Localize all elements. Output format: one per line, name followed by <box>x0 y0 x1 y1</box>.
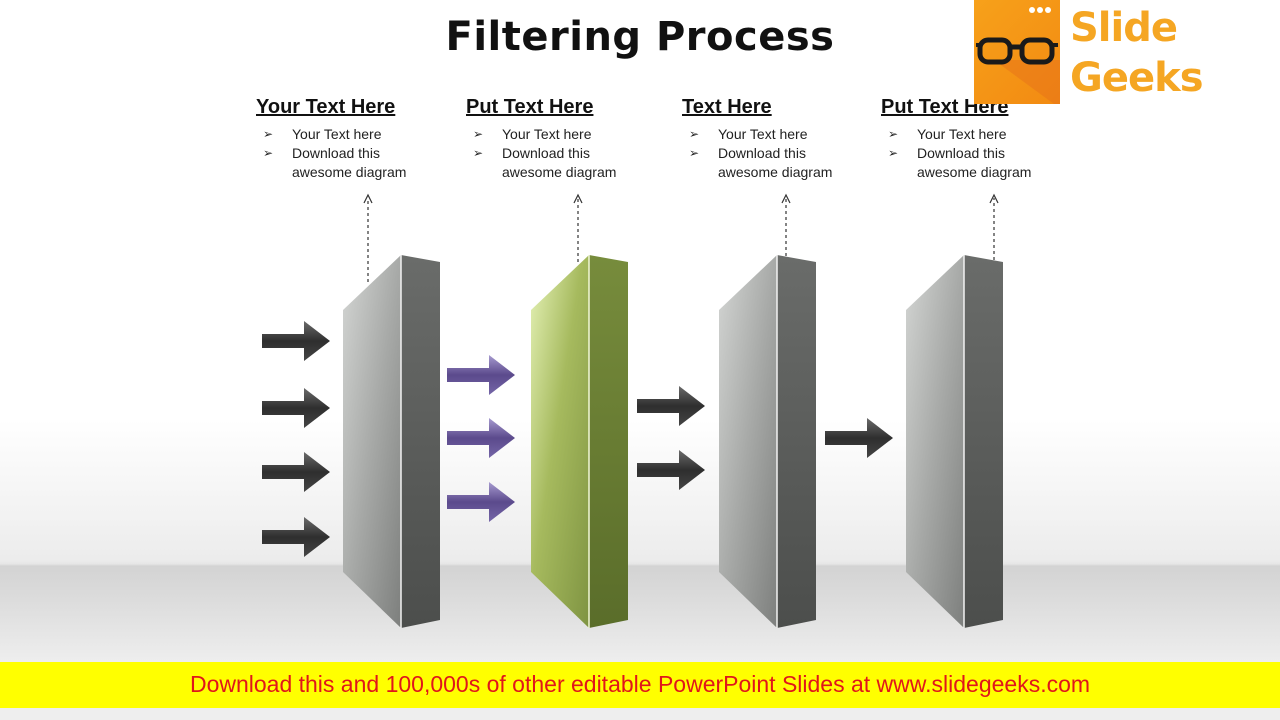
arrow-bullet-icon: ➢ <box>689 146 700 160</box>
arrow-right-icon <box>262 321 330 361</box>
stage-heading-1: Your Text Here <box>256 96 396 118</box>
connector-line-4 <box>989 193 999 260</box>
filter-panel-1 <box>343 255 440 628</box>
arrow-right-icon <box>447 355 515 395</box>
connector-line-3 <box>781 193 791 256</box>
logo-word-slide: Slide <box>1070 5 1178 51</box>
glasses-icon <box>976 7 1060 104</box>
banner-text[interactable]: Download this and 100,000s of other edit… <box>189 671 1091 697</box>
download-banner: Download this and 100,000s of other edit… <box>0 662 1280 708</box>
arrow-bullet-icon: ➢ <box>888 127 899 141</box>
connector-line-1 <box>363 193 373 282</box>
bullet-item: ➢Your Text here <box>473 126 592 142</box>
arrow-bullet-icon: ➢ <box>689 127 700 141</box>
arrow-bullet-icon: ➢ <box>263 127 274 141</box>
arrow-right-icon <box>637 386 705 426</box>
slidegeeks-logo: Slide Geeks <box>974 0 1203 104</box>
stage-heading-3: Text Here <box>682 96 772 118</box>
arrow-right-icon <box>447 418 515 458</box>
stage-text-1: Your Text Here ➢Your Text here ➢Download… <box>256 96 406 182</box>
bullet-item: ➢Your Text here <box>689 126 808 142</box>
filter-panel-4 <box>906 255 1003 628</box>
bullet-item: ➢Your Text here <box>263 126 382 142</box>
stage-heading-2: Put Text Here <box>466 96 594 118</box>
arrow-bullet-icon: ➢ <box>473 127 484 141</box>
logo-word-geeks: Geeks <box>1070 55 1203 101</box>
arrow-bullet-icon: ➢ <box>888 146 899 160</box>
arrow-right-icon <box>262 517 330 557</box>
arrow-right-icon <box>637 450 705 490</box>
logo-box <box>974 0 1060 104</box>
slide-title: Filtering Process <box>445 14 835 60</box>
arrow-right-icon <box>825 418 893 458</box>
arrow-bullet-icon: ➢ <box>263 146 274 160</box>
connector-line-2 <box>573 193 583 262</box>
stage-text-3: Text Here ➢Your Text here ➢Download this… <box>682 96 832 182</box>
filter-panel-3 <box>719 255 816 628</box>
arrow-right-icon <box>447 482 515 522</box>
bullet-item: ➢Your Text here <box>888 126 1007 142</box>
stage-text-2: Put Text Here ➢Your Text here ➢Download … <box>466 96 616 182</box>
filter-panel-2 <box>531 255 628 628</box>
arrow-bullet-icon: ➢ <box>473 146 484 160</box>
arrow-right-icon <box>262 388 330 428</box>
arrow-right-icon <box>262 452 330 492</box>
